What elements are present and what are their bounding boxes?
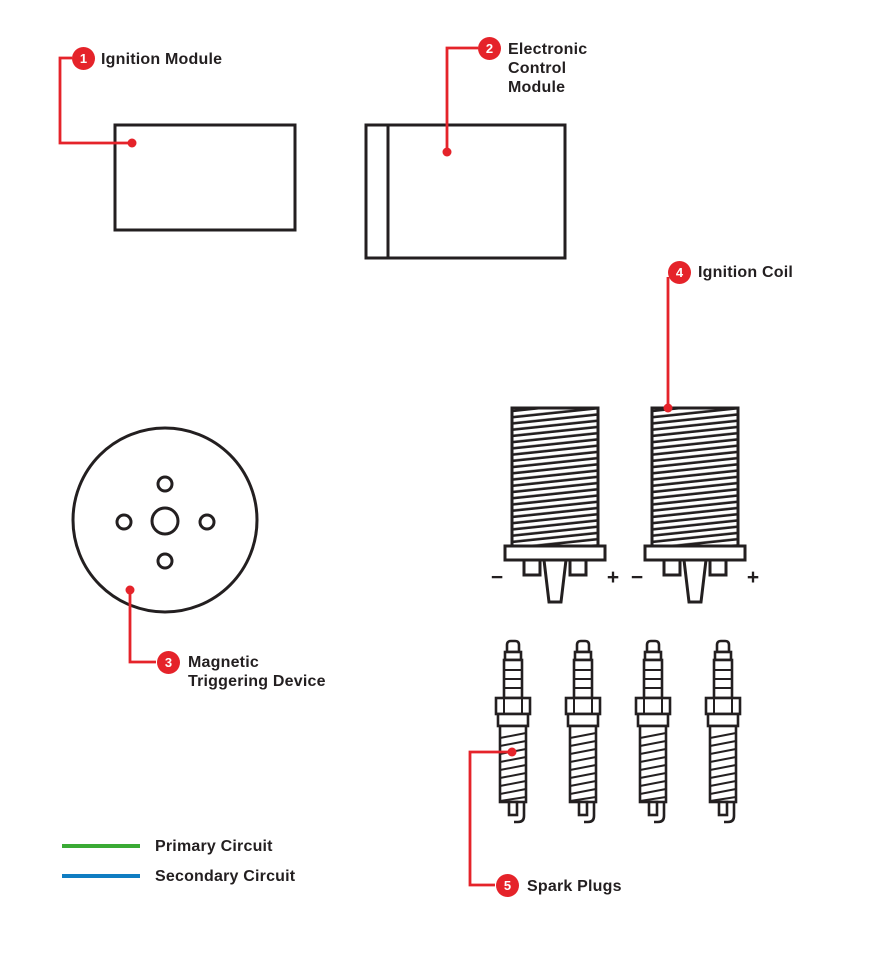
callout-lines xyxy=(58,46,673,887)
callout-badge-5: 5 xyxy=(496,874,519,897)
label-ignition-module: Ignition Module xyxy=(101,51,223,68)
label-magnetic-line1: Magnetic xyxy=(188,654,259,671)
secondary-circuit-line xyxy=(62,874,140,878)
label-ecm-line3: Module xyxy=(508,79,566,96)
ignition-coil-1-shape xyxy=(503,406,607,604)
callout-badge-1: 1 xyxy=(72,47,95,70)
primary-circuit-line xyxy=(62,844,140,848)
ignition-coil-2-shape xyxy=(643,406,747,604)
callout-badge-3: 3 xyxy=(157,651,180,674)
coil2-plus-sign: + xyxy=(746,566,760,589)
callout-dot-3 xyxy=(125,585,135,595)
legend-row-primary: Primary Circuit xyxy=(62,837,273,855)
legend-label-secondary: Secondary Circuit xyxy=(155,867,296,885)
callout-badge-2: 2 xyxy=(478,37,501,60)
spark-plug-4-shape xyxy=(704,639,742,824)
label-ecm-line1: Electronic xyxy=(508,41,588,58)
ignition-module-shape xyxy=(113,123,297,232)
label-magnetic-triggering-device: Magnetic Triggering Device xyxy=(188,653,326,691)
callout-line-1 xyxy=(58,56,129,145)
callout-line-3 xyxy=(128,593,156,664)
legend-row-secondary: Secondary Circuit xyxy=(62,867,295,885)
callout-dot-5 xyxy=(507,747,517,757)
label-magnetic-line2: Triggering Device xyxy=(188,673,326,690)
magnetic-triggering-device-shape xyxy=(71,426,259,614)
callout-line-5 xyxy=(468,750,509,887)
label-electronic-control-module: Electronic Control Module xyxy=(508,40,587,97)
label-ignition-coil: Ignition Coil xyxy=(698,264,794,281)
coil1-plus-sign: + xyxy=(606,566,620,589)
spark-plug-1-shape xyxy=(494,639,532,824)
callout-dot-4 xyxy=(663,403,673,413)
callout-line-2 xyxy=(445,46,478,149)
callout-dot-1 xyxy=(127,138,137,148)
callout-badge-4: 4 xyxy=(668,261,691,284)
callout-dot-2 xyxy=(442,147,452,157)
coil1-minus-sign: − xyxy=(490,566,504,589)
spark-plug-2-shape xyxy=(564,639,602,824)
label-spark-plugs: Spark Plugs xyxy=(527,878,622,895)
electronic-control-module-shape xyxy=(364,123,567,260)
legend-label-primary: Primary Circuit xyxy=(155,837,273,855)
coil2-minus-sign: − xyxy=(630,566,644,589)
label-ecm-line2: Control xyxy=(508,60,567,77)
spark-plug-3-shape xyxy=(634,639,672,824)
